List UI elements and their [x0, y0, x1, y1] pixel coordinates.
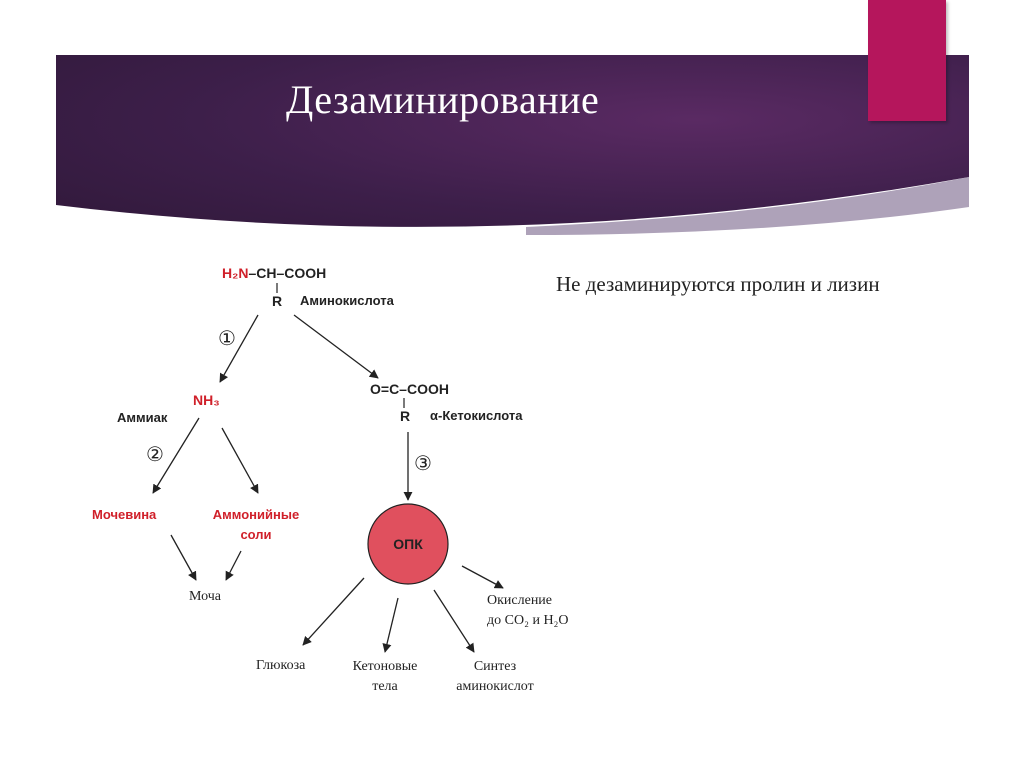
arrow-to-oxidation	[461, 565, 504, 589]
onk-circle	[367, 503, 449, 585]
urine-label: Моча	[189, 589, 222, 604]
keto-label: α-Кетокислота	[430, 408, 523, 423]
oxidation-label-1: Окисление	[487, 593, 552, 608]
slide-title: Дезаминирование	[286, 77, 600, 122]
arrow-to-synthesis	[433, 589, 475, 653]
banner-curve	[56, 177, 969, 240]
arrow-urea-to-urine	[170, 534, 197, 581]
arrow-to-urea	[152, 417, 200, 494]
oxidation-label-2: до CO₂ и H₂O	[487, 613, 569, 628]
svg-text:H₂N–CH–COOH: H₂N–CH–COOH	[222, 265, 326, 281]
amino-r: R	[272, 293, 282, 309]
urea-label: Мочевина	[92, 507, 157, 522]
glucose-label: Глюкоза	[256, 658, 306, 673]
keto-formula: O=C–COOH	[370, 381, 449, 397]
nh3-label: NH₃	[193, 392, 220, 408]
keto-r: R	[400, 408, 410, 424]
step-1: ①	[218, 328, 236, 350]
arrow-to-ketone	[382, 597, 399, 653]
amino-label: Аминокислота	[300, 293, 395, 308]
arrow-to-keto	[293, 314, 379, 379]
step-2: ②	[146, 444, 164, 466]
step-3: ③	[414, 453, 432, 475]
onk-label: ОПК	[393, 536, 423, 552]
ketone-label-1: Кетоновые	[353, 659, 418, 674]
arrow-to-glucose	[302, 577, 365, 646]
ammonia-label: Аммиак	[117, 410, 168, 425]
accent-block	[868, 0, 946, 121]
synthesis-label-1: Синтез	[474, 659, 517, 674]
ketone-label-2: тела	[372, 679, 398, 694]
arrow-to-ammonium	[221, 427, 259, 494]
ammonium-label-2: соли	[240, 527, 271, 542]
slide-note: Не дезаминируются пролин и лизин	[556, 272, 880, 296]
arrow-to-nh3	[219, 314, 259, 383]
arrow-ammonium-to-urine	[225, 550, 242, 581]
amino-formula: –CH–COOH	[248, 265, 326, 281]
amino-group: H₂N	[222, 265, 248, 281]
title-banner	[56, 55, 969, 240]
synthesis-label-2: аминокислот	[456, 679, 534, 694]
ammonium-label-1: Аммонийные	[213, 507, 299, 522]
